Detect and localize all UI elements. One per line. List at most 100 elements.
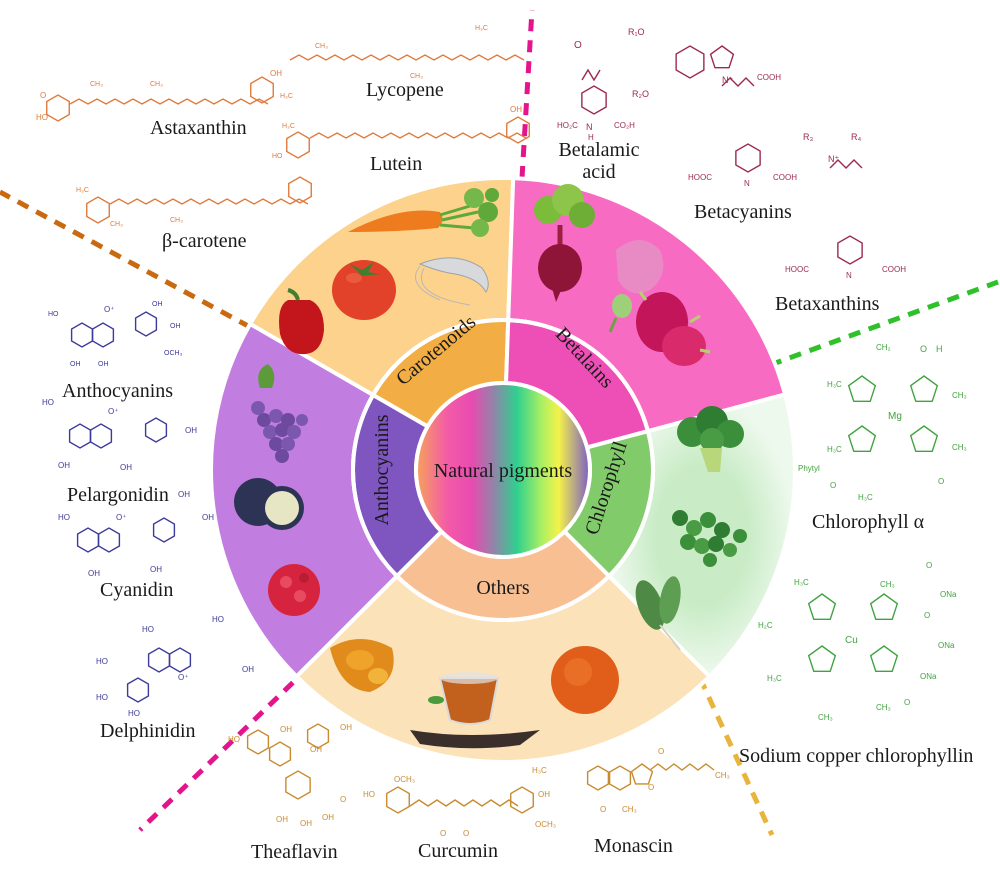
- theaflavin-ring-3: [306, 723, 330, 749]
- chem-atom-label: O: [920, 344, 927, 354]
- chlorophyll-a-pyrrole-2: [909, 375, 939, 403]
- compound-label-astaxanthin: Astaxanthin: [150, 117, 247, 139]
- chem-atom-label: R₂O: [632, 89, 649, 99]
- chem-atom-label: R₁O: [628, 27, 645, 37]
- betaxanthins-linker: [829, 159, 863, 169]
- delphinidin-ring-a: [168, 647, 192, 673]
- chlorophyllin-pyrrole-2: [869, 593, 899, 621]
- chem-atom-label: CH₃: [150, 81, 163, 88]
- lutein-ring-left: [286, 131, 310, 159]
- cyanidin-ring-c: [97, 527, 121, 553]
- chem-atom-label: OH: [202, 513, 214, 522]
- anthocyanins-ring-c: [91, 322, 115, 348]
- monascin-ring-2: [608, 765, 632, 791]
- betacyanins-benzene: [675, 45, 705, 79]
- category-label-others: Others: [476, 577, 530, 599]
- turmeric-icon: [330, 639, 394, 692]
- astaxanthin-chain: [69, 98, 269, 105]
- chem-atom-label: N: [846, 271, 852, 280]
- chem-atom-label: OH: [88, 569, 100, 578]
- chem-atom-label: O⁺: [178, 673, 188, 682]
- chem-atom-label: H: [936, 344, 943, 354]
- chem-atom-label: ONa: [920, 672, 937, 681]
- chem-atom-label: R₃: [803, 132, 813, 142]
- blueberry-icon: [234, 478, 304, 530]
- raspberry-icon: [268, 564, 320, 616]
- theaflavin-ring-2: [268, 741, 292, 767]
- category-label-anthocyanins: Anthocyanins: [371, 414, 393, 525]
- chem-atom-label: OH: [152, 301, 163, 308]
- broccoli-icon: [677, 406, 744, 472]
- chem-atom-label: H₃C: [76, 187, 89, 194]
- chem-atom-label: O: [924, 611, 930, 620]
- compound-label-pelargonidin: Pelargonidin: [67, 484, 169, 506]
- chem-atom-label: OCH₃: [535, 820, 556, 829]
- compound-label-betacyanins: Betacyanins: [694, 201, 792, 223]
- chlorophyllin-pyrrole-3: [807, 645, 837, 673]
- chem-atom-label: CH₃: [876, 703, 891, 712]
- chem-atom-label: OH: [170, 323, 181, 330]
- chem-atom-label: COOH: [882, 265, 906, 274]
- compound-label-cyanidin: Cyanidin: [100, 579, 173, 601]
- chem-atom-label: HO: [128, 709, 140, 718]
- chem-atom-label: CH₃: [952, 443, 967, 452]
- compound-label-delphinidin: Delphinidin: [100, 720, 196, 742]
- chlorophyllin-pyrrole-1: [807, 593, 837, 621]
- chem-atom-label: H: [588, 133, 594, 142]
- chem-atom-label: N: [744, 179, 750, 188]
- chem-atom-label: OH: [98, 361, 109, 368]
- chem-atom-label: OCH₃: [394, 775, 415, 784]
- chlorophyllin-pyrrole-4: [869, 645, 899, 673]
- compound-label-curcumin: Curcumin: [418, 840, 498, 862]
- compound-label-chlorophyllin: Sodium copper chlorophyllin: [739, 745, 973, 767]
- chem-atom-label: HO: [58, 513, 70, 522]
- chem-atom-label: HOOC: [785, 265, 809, 274]
- theaflavin-ring-1: [246, 729, 270, 755]
- chem-atom-label: H₃C: [282, 123, 295, 130]
- shrimp-icon: [415, 257, 489, 306]
- chem-atom-label: H₃C: [827, 445, 842, 454]
- anthocyanins-ring-a: [70, 322, 94, 348]
- chem-atom-label: HOOC: [688, 173, 712, 182]
- lutein-chain: [309, 132, 527, 139]
- chem-atom-label: OH: [280, 725, 292, 734]
- chem-atom-label: OH: [322, 813, 334, 822]
- chem-atom-label: OH: [340, 723, 352, 732]
- chem-atom-label: OH: [70, 361, 81, 368]
- divider-anthocyanins-carotenoids: [0, 189, 252, 330]
- chem-atom-label: CH₃: [410, 73, 423, 80]
- chem-atom-label: O⁺: [116, 513, 126, 522]
- chem-atom-label: HO: [272, 153, 283, 160]
- chem-atom-label: OCH₃: [164, 350, 183, 357]
- chem-atom-label: O: [574, 40, 582, 51]
- beta-carotene-ring-left: [86, 196, 110, 224]
- chem-atom-label: CO₂H: [614, 121, 635, 130]
- chem-atom-label: OH: [538, 790, 550, 799]
- chem-atom-label: OH: [310, 745, 322, 754]
- chem-atom-label: O: [658, 747, 664, 756]
- category-dividers: [0, 9, 999, 837]
- chem-atom-label: O: [440, 829, 446, 838]
- cyanidin-ring-a: [76, 527, 100, 553]
- chem-atom-label: N: [586, 122, 593, 132]
- chem-atom-label: H₃C: [280, 93, 293, 100]
- tomato-icon: [332, 260, 396, 320]
- grapes-icon: [251, 364, 308, 463]
- curcumin-ring-right: [510, 786, 534, 814]
- astaxanthin-ring-right: [250, 76, 274, 104]
- carrot-icon: [348, 188, 499, 237]
- compound-label-betaxanthins: Betaxanthins: [775, 293, 880, 315]
- chem-atom-label: O: [904, 698, 910, 707]
- chem-atom-label: OH: [242, 665, 254, 674]
- chem-atom-label: CH₃: [315, 43, 328, 50]
- compound-label-chlorophyll-a: Chlorophyll α: [812, 511, 925, 533]
- chlorophyll-a-pyrrole-4: [909, 425, 939, 453]
- spirulina-icon: [672, 510, 747, 567]
- chem-atom-label: HO: [142, 625, 154, 634]
- chem-atom-label: Cu: [845, 635, 858, 646]
- tea-icon: [410, 672, 540, 749]
- chem-atom-label: O: [600, 805, 606, 814]
- center-label: Natural pigments: [434, 460, 573, 482]
- pelargonidin-ring-a: [68, 423, 92, 449]
